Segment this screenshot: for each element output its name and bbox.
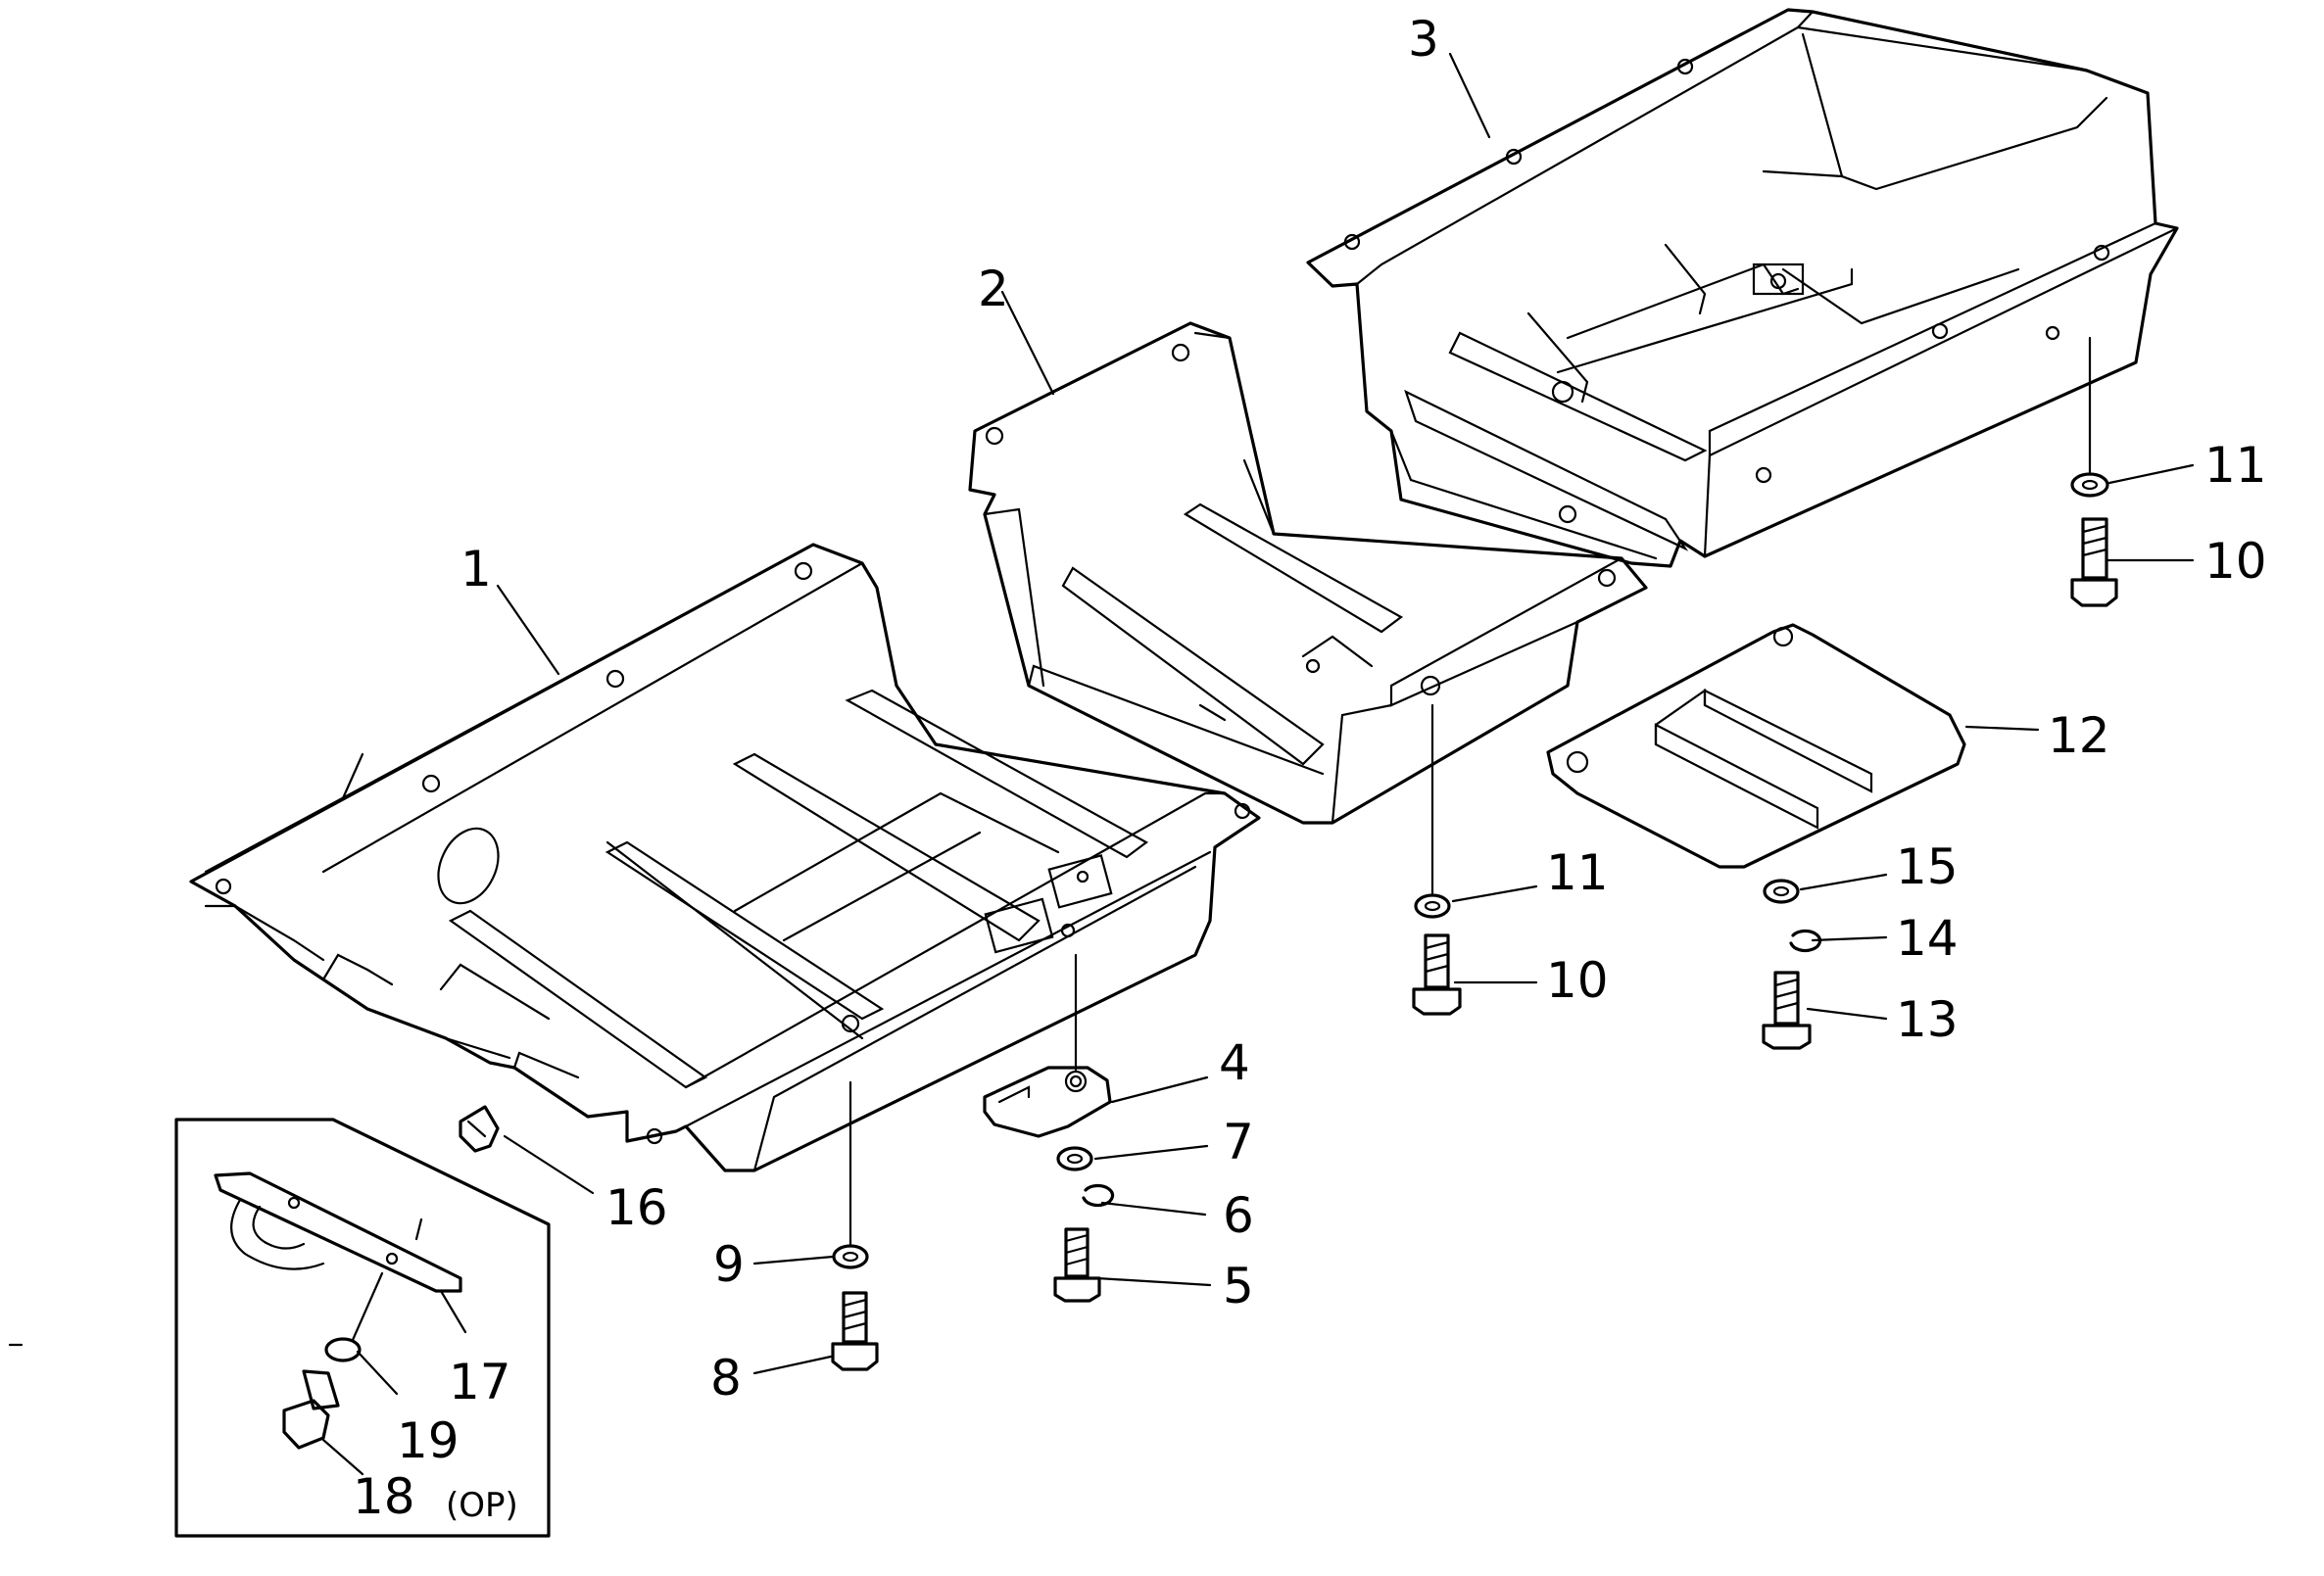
label-part-14: 14 <box>1896 910 1959 967</box>
label-part-4: 4 <box>1219 1034 1250 1091</box>
part-18-bolt <box>282 1369 340 1450</box>
part-17-tow-hook <box>214 1171 462 1293</box>
label-part-6: 6 <box>1223 1187 1254 1244</box>
part-3-rear-undercover <box>1306 8 2179 568</box>
label-part-10-upper: 10 <box>2204 533 2267 590</box>
label-part-12: 12 <box>2048 707 2110 764</box>
leader-lines <box>8 52 2195 1476</box>
part-6-spring-washer <box>1082 1183 1115 1208</box>
label-part-17: 17 <box>449 1354 511 1410</box>
part-2-center-undercover <box>968 321 1648 825</box>
label-part-8: 8 <box>710 1350 742 1407</box>
part-15-washer <box>1763 879 1800 904</box>
option-tag: (OP) <box>446 1486 518 1525</box>
part-11-washer-upper <box>2070 472 2109 498</box>
label-part-19: 19 <box>397 1412 460 1469</box>
part-5-bolt <box>1053 1227 1101 1303</box>
part-10-bolt-mid <box>1412 933 1462 1016</box>
label-part-1: 1 <box>460 541 492 597</box>
option-inset-box <box>174 1118 551 1538</box>
part-9-washer <box>832 1244 869 1269</box>
part-7-washer <box>1056 1146 1093 1171</box>
label-part-11-upper: 11 <box>2204 437 2267 494</box>
part-12-plate <box>1546 623 1966 869</box>
label-part-10-mid: 10 <box>1546 952 1609 1009</box>
part-11-washer-mid <box>1414 893 1451 919</box>
label-part-7: 7 <box>1223 1114 1254 1170</box>
label-part-18: 18 <box>353 1468 415 1525</box>
label-part-2: 2 <box>978 261 1009 317</box>
part-8-bolt <box>831 1291 879 1371</box>
label-part-9: 9 <box>713 1236 745 1293</box>
label-part-13: 13 <box>1896 991 1959 1048</box>
part-10-bolt-upper <box>2070 517 2118 607</box>
part-13-bolt <box>1762 971 1812 1050</box>
part-16-grommet <box>459 1105 500 1153</box>
part-4-cover <box>983 1066 1112 1138</box>
label-part-11-mid: 11 <box>1546 844 1609 901</box>
label-part-16: 16 <box>605 1179 668 1236</box>
part-19-washer <box>324 1337 362 1362</box>
part-labels: 1 2 3 4 5 6 7 8 9 10 10 11 11 12 13 14 1… <box>353 11 2267 1525</box>
label-part-5: 5 <box>1223 1258 1254 1314</box>
part-14-spring-washer <box>1789 929 1822 953</box>
part-1-front-undercover <box>189 543 1261 1172</box>
label-part-3: 3 <box>1408 11 1439 68</box>
label-part-15: 15 <box>1896 838 1959 895</box>
